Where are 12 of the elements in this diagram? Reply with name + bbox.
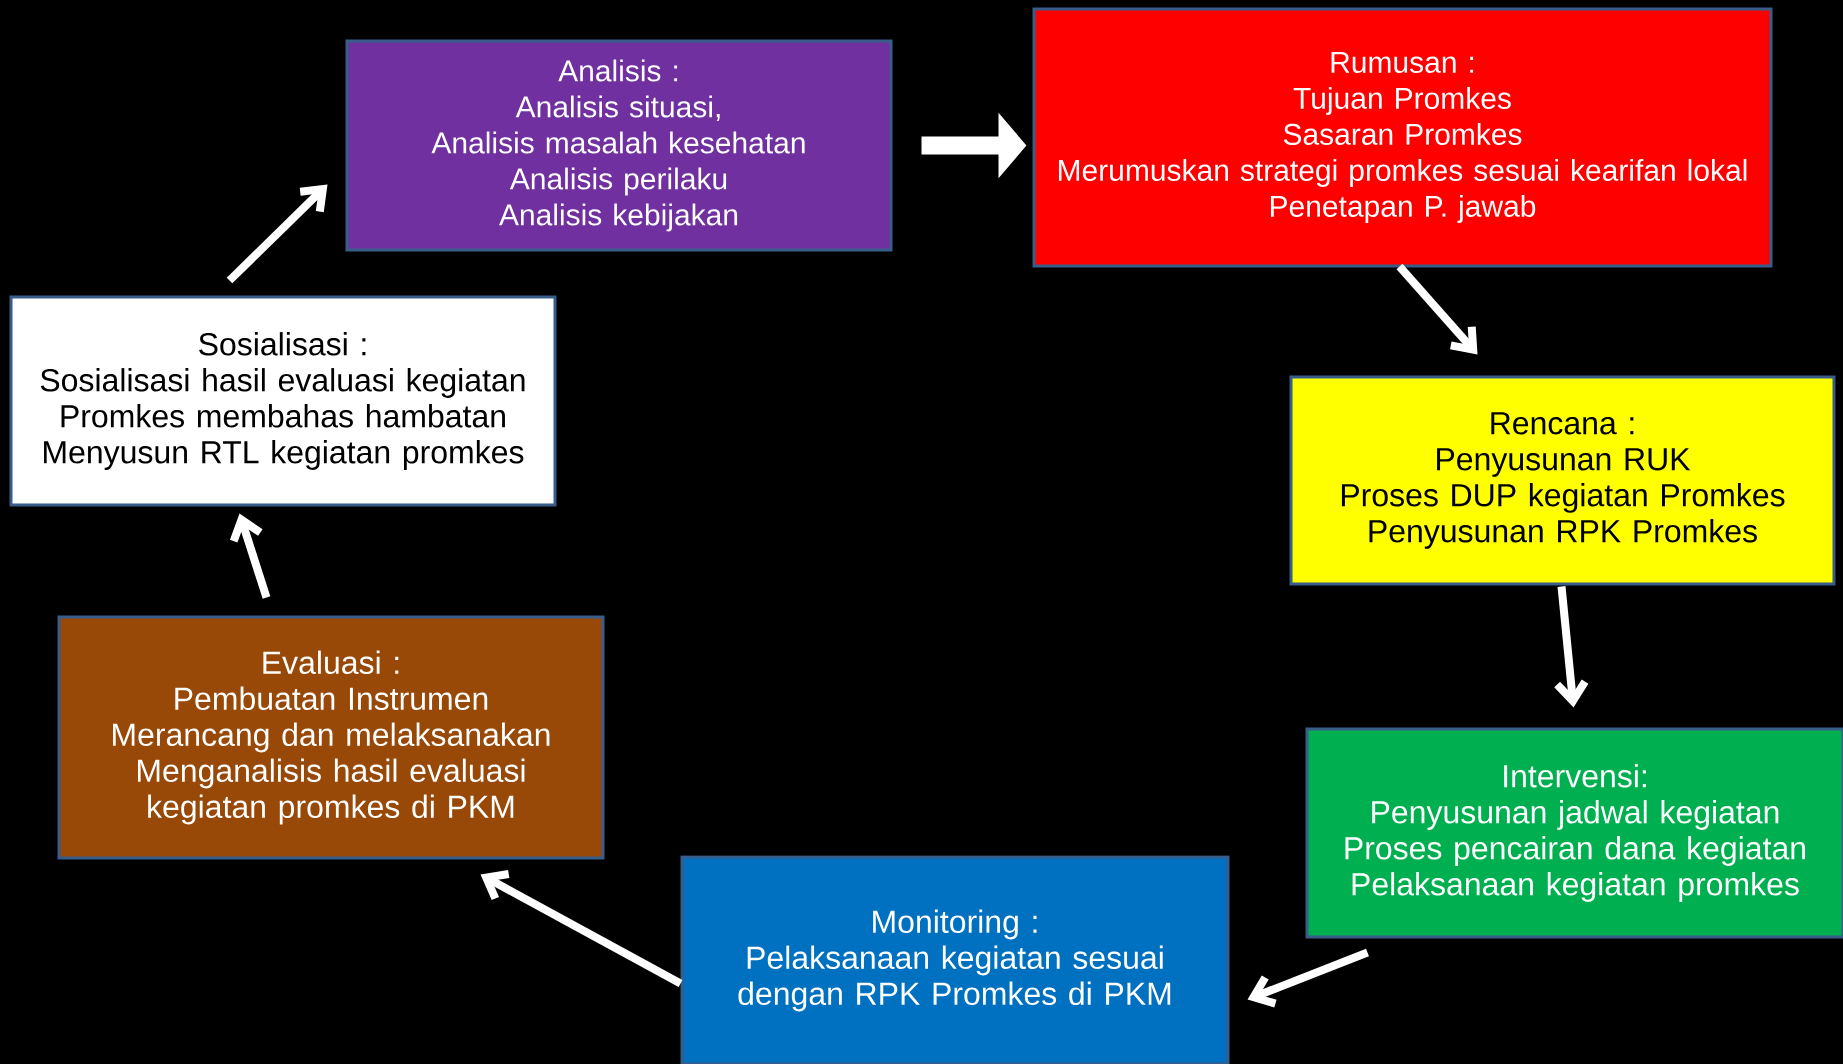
process-box: Rumusan : Tujuan Promkes Sasaran Promkes Merumuskan strategi promkes sesuai kearifan lokal Penetapan P. jawab	[1032, 7, 1773, 268]
arrow	[226, 184, 328, 284]
process-box: Analisis : Analisis situasi, Analisis masalah kesehatan Analisis perilaku Analisis kebijakan	[345, 39, 893, 252]
process-box: Monitoring : Pelaksanaan kegiatan sesuai dengan RPK Promkes di PKM	[680, 855, 1230, 1064]
arrow	[229, 513, 271, 599]
arrow	[1247, 948, 1369, 1008]
process-box: Intervensi: Penyusunan jadwal kegiatan Proses pencairan dana kegiatan Pelaksanaan kegiatan promkes	[1305, 727, 1843, 939]
arrow	[1396, 263, 1478, 355]
process-box: Rencana : Penyusunan RUK Proses DUP kegiatan Promkes Penyusunan RPK Promkes	[1289, 375, 1836, 586]
process-box: Sosialisasi : Sosialisasi hasil evaluasi kegiatan Promkes membahas hambatan Menyusun RTL kegiatan promkes	[9, 295, 557, 507]
arrow	[480, 870, 683, 987]
process-box: Evaluasi : Pembuatan Instrumen Merancang dan melaksanakan Menganalisis hasil evaluasi kegiatan promkes di PKM	[57, 615, 605, 860]
